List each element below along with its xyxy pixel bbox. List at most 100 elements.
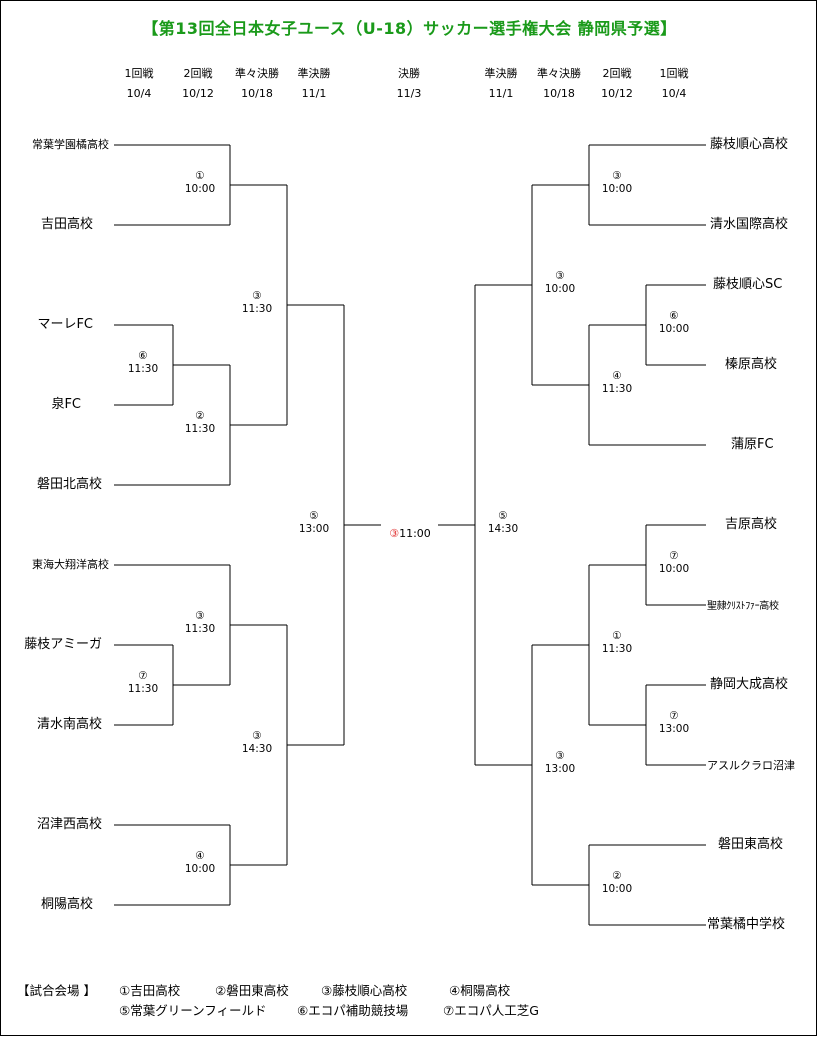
kickoff-time: 10:00 [544,283,576,295]
match-label: ① 11:30 [592,630,642,656]
venue-number: ⑦ [669,550,679,562]
venue-number: ③ [252,290,262,302]
round-header-left-1: 1回戦 10/4 [109,67,169,101]
kickoff-time: 10:00 [184,183,216,195]
team-left: 藤枝アミーガ [24,637,102,652]
match-label: ⑥ 10:00 [649,310,699,336]
venue-number: ④ [612,370,622,382]
round-date: 10/18 [241,87,273,100]
team-left: 沼津西高校 [36,817,102,832]
final-match-label: ③11:00 [375,527,445,541]
match-label: ⑦ 11:30 [118,670,168,696]
kickoff-time: 10:00 [184,863,216,875]
venue-number: ⑥ [138,350,148,362]
venue-legend-item: ⑥エコパ補助競技場 [297,1003,409,1018]
venue-legend-item: ①吉田高校 [119,983,181,998]
round-header-left-3: 準々決勝 10/18 [227,67,287,101]
team-right: 吉原高校 [725,517,778,532]
venue-legend-label: 【試合会場 】 [17,983,96,998]
team-right: 清水国際高校 [710,217,789,232]
round-date: 10/4 [661,87,687,100]
round-header-right-3: 2回戦 10/12 [587,67,647,101]
venue-number: ⑤ [498,510,508,522]
match-label: ④ 10:00 [175,850,225,876]
venue-number: ① [612,630,622,642]
team-left: 磐田北高校 [36,477,102,492]
kickoff-time: 10:00 [601,183,633,195]
kickoff-time: 10:00 [658,563,690,575]
match-label: ⑥ 11:30 [118,350,168,376]
team-right: 藤枝順心SC [713,277,783,292]
kickoff-time: 11:30 [184,623,216,635]
team-right: 聖隷ｸﾘｽﾄﾌｧｰ高校 [707,601,779,612]
round-date: 10/12 [182,87,214,100]
team-right: 榛原高校 [725,357,778,372]
round-date: 10/4 [126,87,152,100]
kickoff-time: 10:00 [658,323,690,335]
match-label: ② 10:00 [592,870,642,896]
venue-legend-item: ⑤常葉グリーンフィールド [119,1003,267,1018]
venue-legend-item: ③藤枝順心高校 [321,983,408,998]
team-left: 泉FC [51,397,81,412]
venue-number: ① [195,170,205,182]
match-label: ③ 10:00 [535,270,585,296]
venue-legend-item: ④桐陽高校 [449,983,511,998]
kickoff-time: 11:30 [601,643,633,655]
round-name: 1回戦 [659,67,689,80]
team-left: 清水南高校 [36,717,102,732]
venue-number: ③ [252,730,262,742]
round-name: 2回戦 [183,67,213,80]
round-name: 準決勝 [484,67,518,80]
round-date: 10/18 [543,87,575,100]
team-right: 常葉橘中学校 [707,917,786,932]
match-label: ④ 11:30 [592,370,642,396]
match-label: ③ 11:30 [232,290,282,316]
venue-number: ③ [612,170,622,182]
match-label: ⑦ 10:00 [649,550,699,576]
venue-number: ⑦ [138,670,148,682]
venue-number: ⑥ [669,310,679,322]
team-right: 蒲原FC [731,437,774,452]
round-date: 11/1 [301,87,327,100]
venue-number: ② [612,870,622,882]
round-name: 2回戦 [602,67,632,80]
team-right: 静岡大成高校 [710,677,789,692]
match-label: ③ 10:00 [592,170,642,196]
round-name: 準々決勝 [537,67,581,80]
kickoff-time: 11:30 [601,383,633,395]
team-left: 常葉学園橘高校 [32,138,109,151]
round-header-left-4: 準決勝 11/1 [284,67,344,101]
page-title: 【第13回全日本女子ユース（U-18）サッカー選手権大会 静岡県予選】 [142,19,677,38]
venue-number: ⑦ [669,710,679,722]
match-label: ③ 13:00 [535,750,585,776]
round-name: 決勝 [398,67,420,80]
kickoff-time: 14:30 [487,523,519,535]
round-date: 10/12 [601,87,633,100]
match-label: ② 11:30 [175,410,225,436]
round-date: 11/3 [396,87,422,100]
match-label: ⑦ 13:00 [649,710,699,736]
kickoff-time: 14:30 [241,743,273,755]
team-right: 藤枝順心高校 [710,137,789,152]
team-right: 磐田東高校 [718,837,784,852]
round-header-right-4: 1回戦 10/4 [644,67,704,101]
venue-number: ② [195,410,205,422]
team-left: 桐陽高校 [40,897,93,912]
kickoff-time: 11:30 [184,423,216,435]
round-header-right-1: 準決勝 11/1 [471,67,531,101]
match-label: ⑤ 14:30 [478,510,528,536]
venue-number: ③ [195,610,205,622]
kickoff-time: 11:00 [399,527,431,540]
team-left: 吉田高校 [40,217,93,232]
team-right: アスルクラロ沼津 [707,759,795,772]
round-name: 準決勝 [297,67,331,80]
venue-number: ③ [555,270,565,282]
venue-number: ③ [555,750,565,762]
kickoff-time: 13:00 [658,723,690,735]
team-left: 東海大翔洋高校 [32,558,109,571]
kickoff-time: 11:30 [127,683,159,695]
kickoff-time: 11:30 [241,303,273,315]
venue-number: ③ [389,527,400,540]
match-label: ⑤ 13:00 [289,510,339,536]
